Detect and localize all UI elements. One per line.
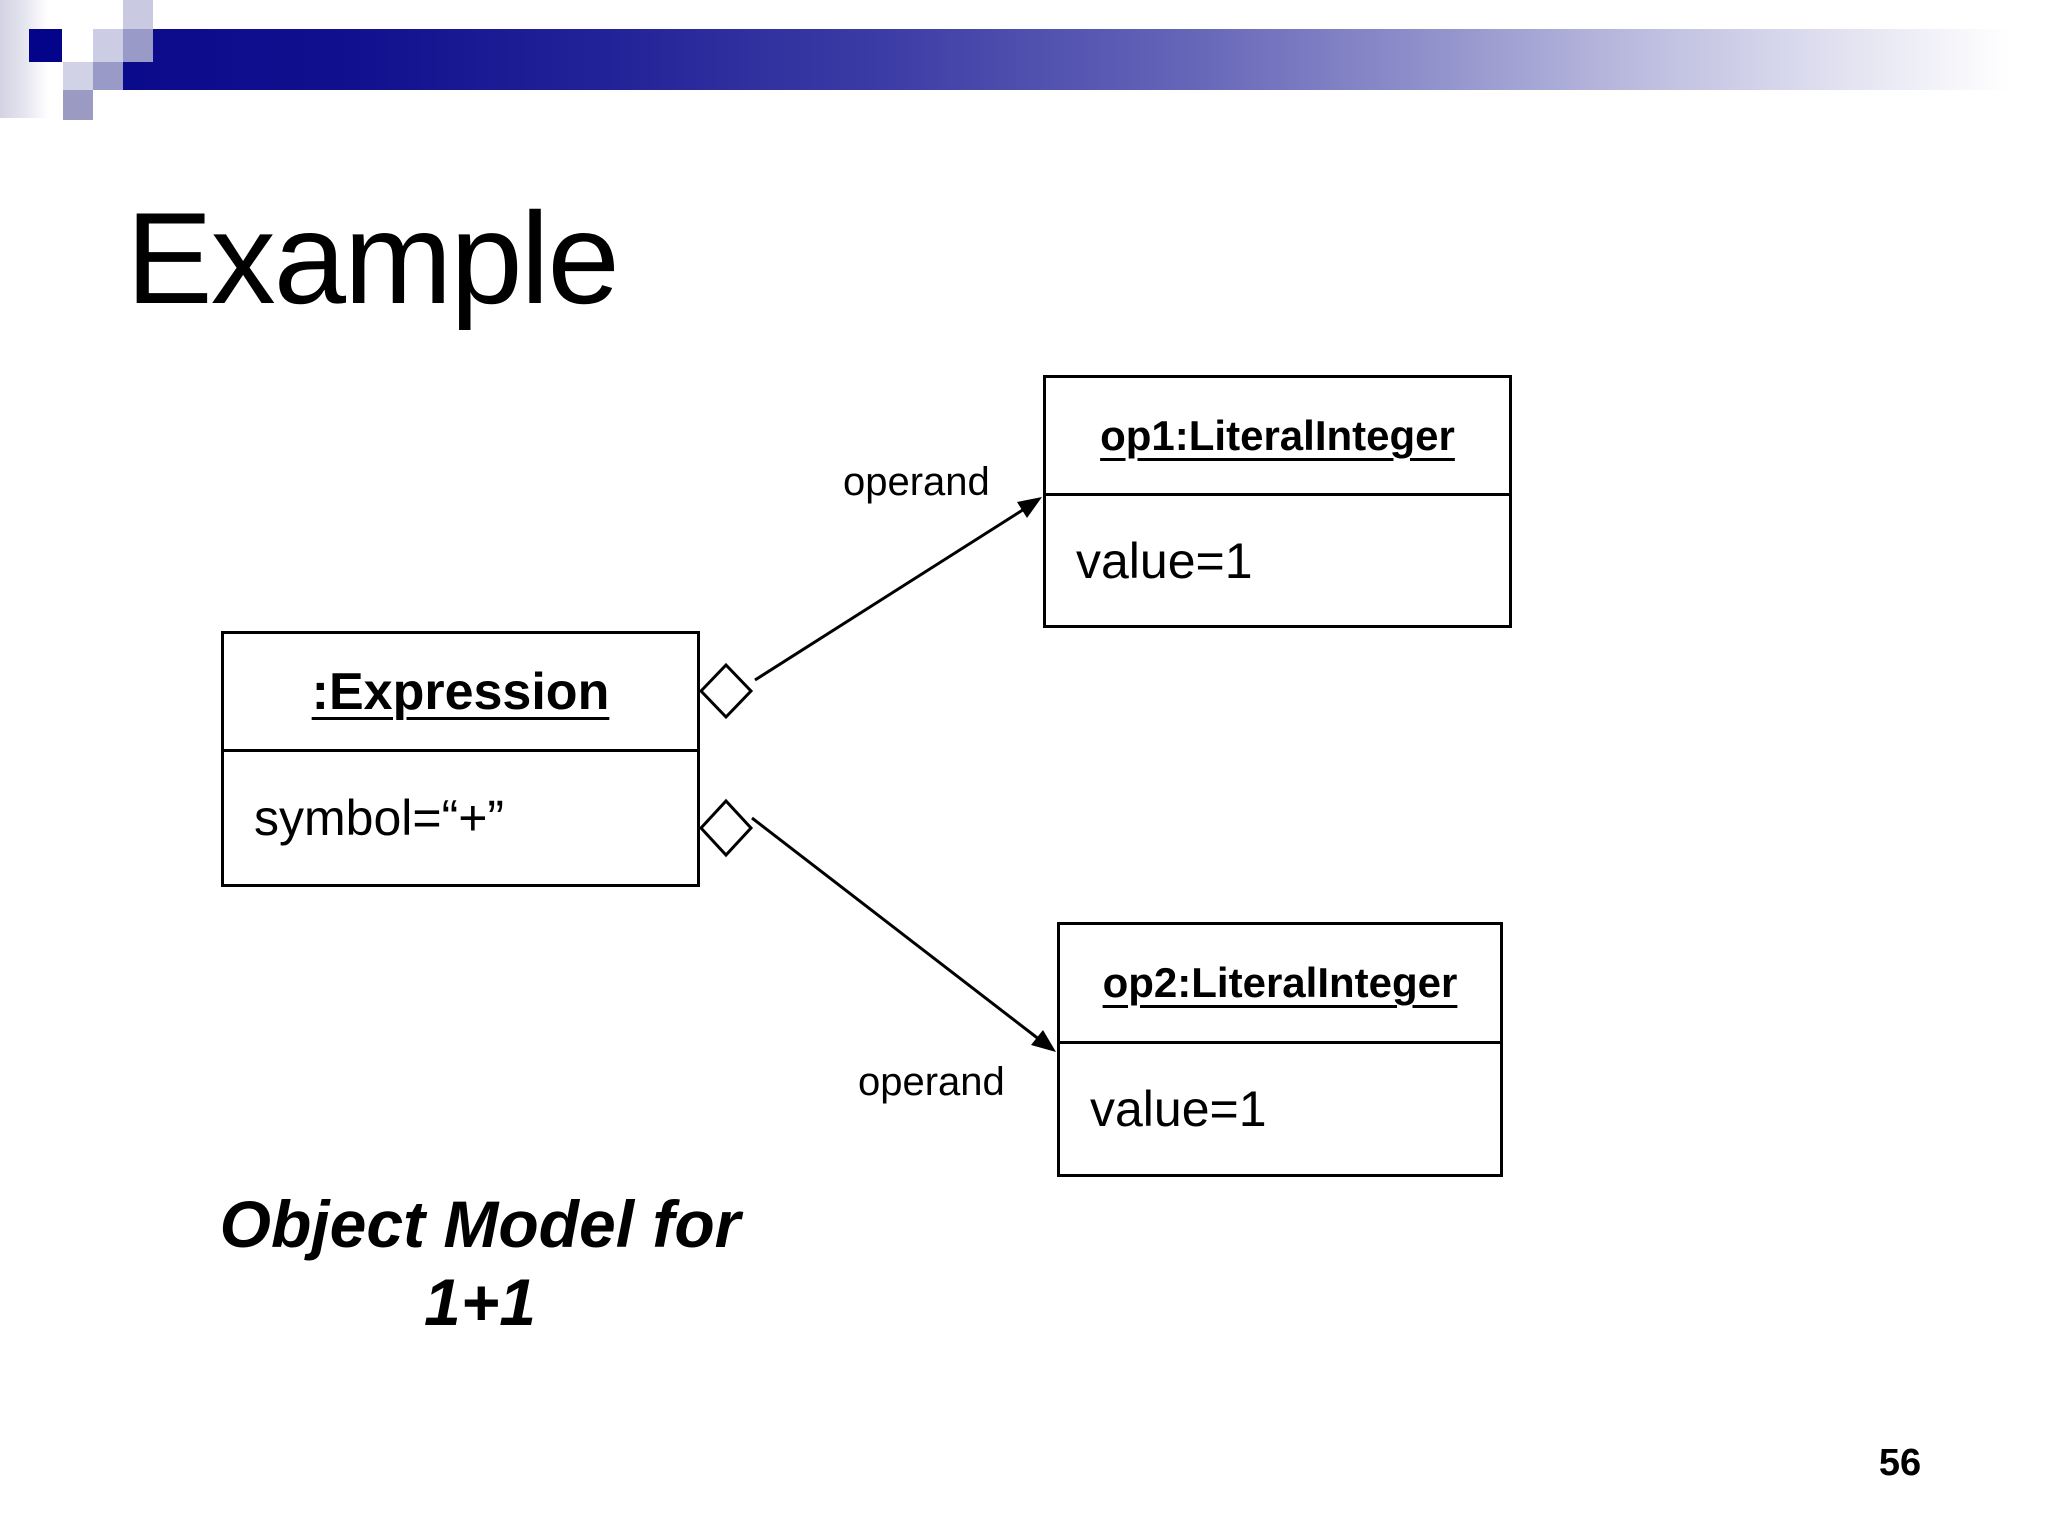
uml-object-expression-name-compartment: :Expression <box>224 634 697 752</box>
uml-object-expression-attribute: symbol=“+” <box>254 790 505 846</box>
deco-square-light-top <box>123 0 153 29</box>
deco-square-medium-2 <box>93 62 123 90</box>
uml-object-expression: :Expression symbol=“+” <box>221 631 700 887</box>
page-number: 56 <box>1878 1442 1922 1484</box>
deco-square-dark <box>29 29 62 62</box>
uml-object-op1-attribute: value=1 <box>1076 532 1253 589</box>
edge-op2-label: operand <box>858 1060 1005 1104</box>
uml-object-op2-name: op2:LiteralInteger <box>1102 959 1458 1006</box>
deco-header-bar <box>123 29 2048 90</box>
edge-op1-label: operand <box>843 460 990 504</box>
deco-square-light-2 <box>63 62 93 90</box>
uml-object-op2-attribute: value=1 <box>1090 1081 1267 1137</box>
uml-object-op2-name-compartment: op2:LiteralInteger <box>1060 925 1500 1044</box>
uml-object-op2-attr-compartment: value=1 <box>1060 1044 1500 1174</box>
uml-object-expression-attr-compartment: symbol=“+” <box>224 752 697 884</box>
edge-op2-line <box>751 816 1041 1042</box>
uml-object-op1-name: op1:LiteralInteger <box>1100 411 1455 459</box>
uml-object-op1-name-compartment: op1:LiteralInteger <box>1046 378 1509 496</box>
deco-square-medium-3 <box>63 90 93 120</box>
uml-object-op1: op1:LiteralInteger value=1 <box>1043 375 1512 628</box>
edge-op2-aggregation-diamond-icon <box>698 798 754 858</box>
deco-square-medium <box>123 29 153 62</box>
edge-op1-arrowhead-icon <box>1017 497 1042 518</box>
diagram-caption-line2: 1+1 <box>424 1264 536 1339</box>
edge-op1-line <box>754 504 1030 682</box>
diagram-caption: Object Model for 1+1 <box>160 1186 800 1342</box>
edge-op2-arrowhead-icon <box>1031 1030 1056 1052</box>
uml-object-expression-name: :Expression <box>311 662 610 721</box>
page-title: Example <box>126 185 620 331</box>
uml-object-op1-attr-compartment: value=1 <box>1046 496 1509 625</box>
diagram-caption-line1: Object Model for <box>219 1187 741 1261</box>
uml-object-op2: op2:LiteralInteger value=1 <box>1057 922 1503 1177</box>
edge-op1-aggregation-diamond-icon <box>698 662 754 720</box>
deco-square-light <box>93 29 123 62</box>
